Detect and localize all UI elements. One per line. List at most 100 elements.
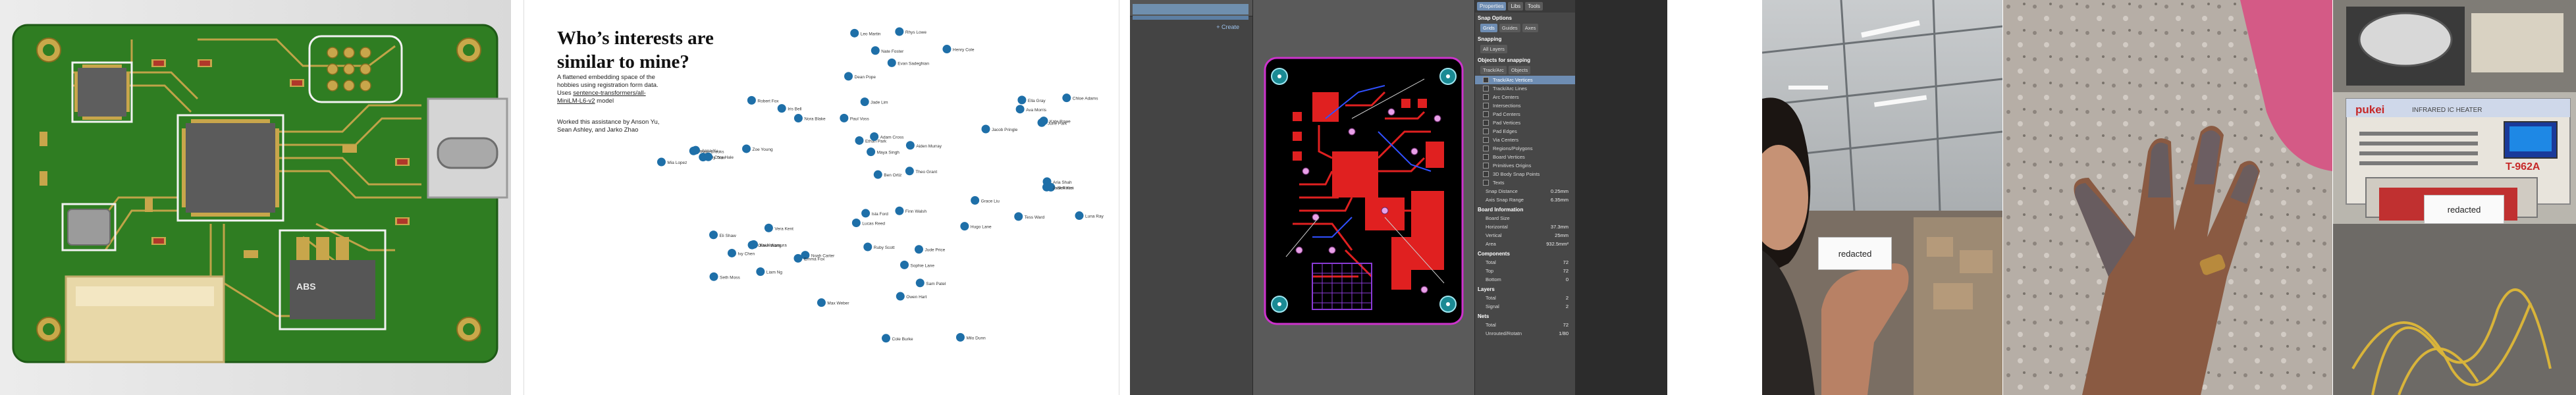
board-information-header[interactable]: Board Information	[1478, 207, 1524, 213]
axis-snap-range-value[interactable]: 6.35mm	[1550, 197, 1569, 203]
snap-layer-item[interactable]: Pad Centers	[1475, 110, 1575, 118]
person-dot[interactable]	[793, 253, 803, 263]
tab-tools[interactable]: Tools	[1525, 2, 1543, 11]
snap-layer-checkbox[interactable]	[1483, 86, 1489, 92]
person-dot[interactable]	[855, 136, 864, 145]
person-dot[interactable]	[801, 251, 810, 260]
person-dot[interactable]	[981, 124, 990, 134]
person-dot[interactable]	[860, 97, 869, 107]
person-dot[interactable]	[899, 260, 909, 269]
snap-layer-checkbox[interactable]	[1483, 103, 1489, 109]
person-dot[interactable]	[1039, 117, 1048, 126]
person-dot[interactable]	[870, 132, 879, 141]
person-dot[interactable]	[971, 196, 980, 205]
person-dot[interactable]	[895, 206, 904, 215]
snap-layer-checkbox[interactable]	[1483, 163, 1489, 169]
snap-layer-item[interactable]: Texts	[1475, 178, 1575, 187]
person-dot[interactable]	[840, 113, 849, 122]
pcb-canvas[interactable]	[1253, 0, 1474, 395]
person-dot[interactable]	[867, 147, 876, 157]
snap-layer-item[interactable]: Intersections	[1475, 101, 1575, 110]
axes-button[interactable]: Axes	[1522, 24, 1539, 32]
person-dot[interactable]	[914, 245, 923, 254]
snap-layer-item[interactable]: Track/Arc Vertices	[1475, 76, 1575, 84]
snap-layer-item[interactable]: Pad Edges	[1475, 127, 1575, 136]
snap-layer-checkbox[interactable]	[1483, 128, 1489, 134]
person-dot[interactable]	[727, 248, 736, 257]
track-arc-button[interactable]: Track/Arc	[1480, 66, 1507, 74]
snap-layer-label: Pad Edges	[1493, 128, 1517, 134]
person-dot[interactable]	[915, 278, 925, 288]
editor-side-strip	[1575, 0, 1667, 395]
person-dot[interactable]	[1014, 212, 1023, 221]
tab-properties[interactable]: Properties	[1477, 2, 1507, 11]
person-dot[interactable]	[704, 152, 713, 161]
person-dot[interactable]	[871, 46, 880, 55]
person-dot[interactable]	[777, 104, 786, 113]
snap-layer-checkbox[interactable]	[1483, 111, 1489, 117]
person-dot[interactable]	[844, 72, 853, 81]
person-dot[interactable]	[742, 144, 751, 153]
person-dot[interactable]	[850, 28, 859, 38]
guides-button[interactable]: Guides	[1499, 24, 1520, 32]
snap-layer-item[interactable]: Track/Arc Lines	[1475, 84, 1575, 93]
snap-layer-item[interactable]: Regions/Polygons	[1475, 144, 1575, 153]
person-dot[interactable]	[942, 45, 952, 54]
objects-button[interactable]: Objects	[1508, 66, 1531, 74]
person-dot[interactable]	[960, 222, 969, 231]
all-layers-button[interactable]: All Layers	[1480, 45, 1507, 53]
snap-layer-checkbox[interactable]	[1483, 171, 1489, 177]
snap-layer-checkbox[interactable]	[1483, 137, 1489, 143]
person-dot[interactable]	[905, 167, 914, 176]
person-dot[interactable]	[817, 298, 826, 307]
person-dot[interactable]	[764, 223, 773, 232]
snap-layer-checkbox[interactable]	[1483, 180, 1489, 186]
snap-layer-checkbox[interactable]	[1483, 120, 1489, 126]
components-top-value: 72	[1563, 268, 1569, 274]
snap-layer-item[interactable]: Primitives Origins	[1475, 161, 1575, 170]
person-dot[interactable]	[882, 334, 891, 343]
person-dot[interactable]	[1075, 211, 1084, 221]
person-dot[interactable]	[709, 272, 718, 281]
snap-layer-checkbox[interactable]	[1483, 145, 1489, 151]
person-dot[interactable]	[657, 157, 666, 167]
snap-layer-item[interactable]: Via Centers	[1475, 136, 1575, 144]
person-dot[interactable]	[793, 114, 803, 123]
person-dot[interactable]	[887, 58, 896, 67]
snap-layer-checkbox[interactable]	[1483, 94, 1489, 100]
person-dot[interactable]	[747, 95, 756, 105]
person-dot[interactable]	[709, 230, 718, 240]
snap-options-header[interactable]: Snap Options	[1478, 15, 1512, 21]
person-dot[interactable]	[955, 332, 965, 342]
selected-project-subrow[interactable]	[1133, 16, 1248, 20]
snap-layer-checkbox[interactable]	[1483, 77, 1489, 83]
snap-layer-item[interactable]: Pad Vertices	[1475, 118, 1575, 127]
snap-layer-item[interactable]: Arc Centers	[1475, 93, 1575, 101]
person-dot[interactable]	[1015, 105, 1025, 114]
person-dot[interactable]	[749, 240, 759, 249]
person-dot[interactable]	[691, 145, 700, 155]
person-dot[interactable]	[896, 292, 905, 301]
person-dot[interactable]	[1017, 95, 1027, 105]
person-dot[interactable]	[873, 170, 882, 179]
person-dot[interactable]	[861, 209, 871, 218]
snap-distance-value[interactable]: 0.25mm	[1550, 188, 1569, 194]
grids-button[interactable]: Grids	[1480, 24, 1497, 32]
person-dot[interactable]	[905, 141, 915, 150]
person-dot[interactable]	[1042, 177, 1052, 186]
person-dot[interactable]	[863, 242, 872, 251]
tab-libs[interactable]: Libs	[1508, 2, 1524, 11]
person-dot[interactable]	[895, 27, 904, 36]
person-dot[interactable]	[756, 267, 765, 276]
snap-layer-checkbox[interactable]	[1483, 154, 1489, 160]
snap-layer-item[interactable]: 3D Body Snap Points	[1475, 170, 1575, 178]
person-dot[interactable]	[851, 219, 861, 228]
snap-layer-label: Arc Centers	[1493, 94, 1519, 100]
model-link[interactable]: sentence-transformers/all-MiniLM-L6-v2	[557, 90, 646, 105]
create-button[interactable]: + Create	[1216, 24, 1239, 30]
selected-project-row[interactable]	[1133, 4, 1248, 14]
person-dot[interactable]	[1062, 93, 1071, 103]
snap-layer-item[interactable]: Board Vertices	[1475, 153, 1575, 161]
